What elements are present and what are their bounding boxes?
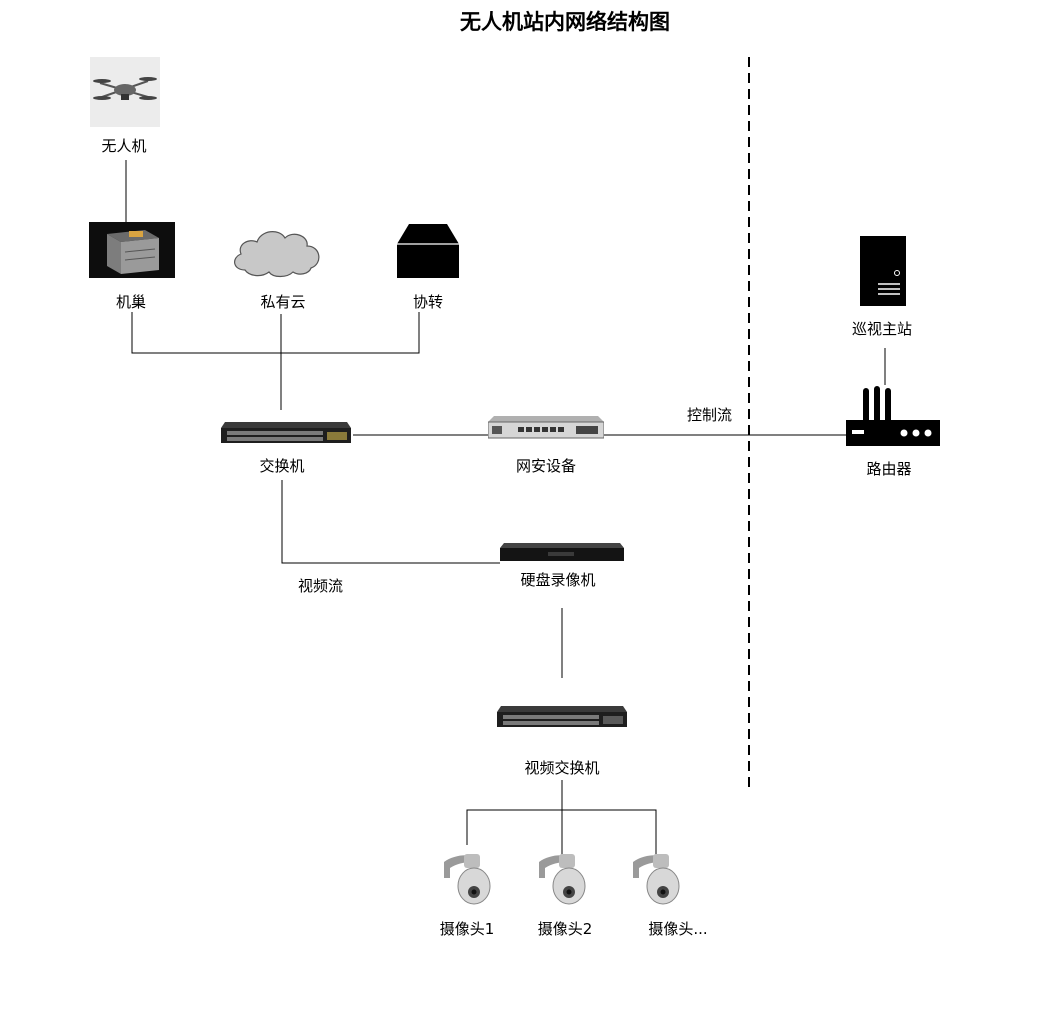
nvr-icon — [500, 543, 624, 561]
camera3-label: 摄像头... — [648, 920, 708, 938]
router-node — [846, 386, 940, 448]
camera1-label: 摄像头1 — [439, 920, 495, 938]
edge-top-bus — [131, 312, 420, 354]
security-device-node — [487, 416, 605, 440]
camera1-node — [442, 848, 494, 906]
drone-label: 无人机 — [101, 137, 147, 155]
server-tower-icon — [860, 236, 906, 306]
router-label: 路由器 — [866, 460, 912, 478]
patrol-station-label: 巡视主站 — [851, 320, 913, 338]
video-switch-node — [497, 704, 627, 729]
switch-label: 交换机 — [259, 457, 305, 475]
drone-nest-icon — [89, 222, 175, 278]
ptz-camera-icon — [633, 854, 680, 905]
edge-video-flow — [281, 480, 500, 564]
camera2-node — [537, 848, 589, 906]
patrol-station-node — [860, 236, 906, 306]
ptz-camera-icon — [444, 854, 491, 905]
video-flow-label: 视频流 — [298, 577, 344, 595]
security-device-label: 网安设备 — [515, 457, 577, 475]
nvr-label: 硬盘录像机 — [520, 571, 596, 589]
camera3-node — [631, 848, 683, 906]
network-switch-icon — [221, 422, 351, 443]
ptz-camera-icon — [539, 854, 586, 905]
nest-label: 机巢 — [115, 293, 147, 311]
drone-nest-node — [89, 222, 175, 278]
relay-node — [397, 222, 459, 278]
cloud-icon — [234, 231, 320, 278]
firewall-appliance-icon — [487, 416, 605, 439]
relay-box-icon — [397, 224, 459, 278]
router-icon — [846, 386, 940, 446]
nvr-node — [500, 543, 624, 563]
drone-icon — [90, 57, 160, 127]
relay-label: 协转 — [412, 293, 444, 311]
control-flow-label: 控制流 — [687, 406, 733, 424]
camera2-label: 摄像头2 — [537, 920, 593, 938]
network-switch-icon — [497, 706, 627, 727]
diagram-title: 无人机站内网络结构图 — [460, 9, 670, 34]
switch-node — [221, 420, 351, 445]
video-switch-label: 视频交换机 — [524, 759, 600, 777]
drone-node — [90, 57, 160, 127]
private-cloud-node — [229, 222, 325, 278]
private-cloud-label: 私有云 — [260, 293, 306, 311]
